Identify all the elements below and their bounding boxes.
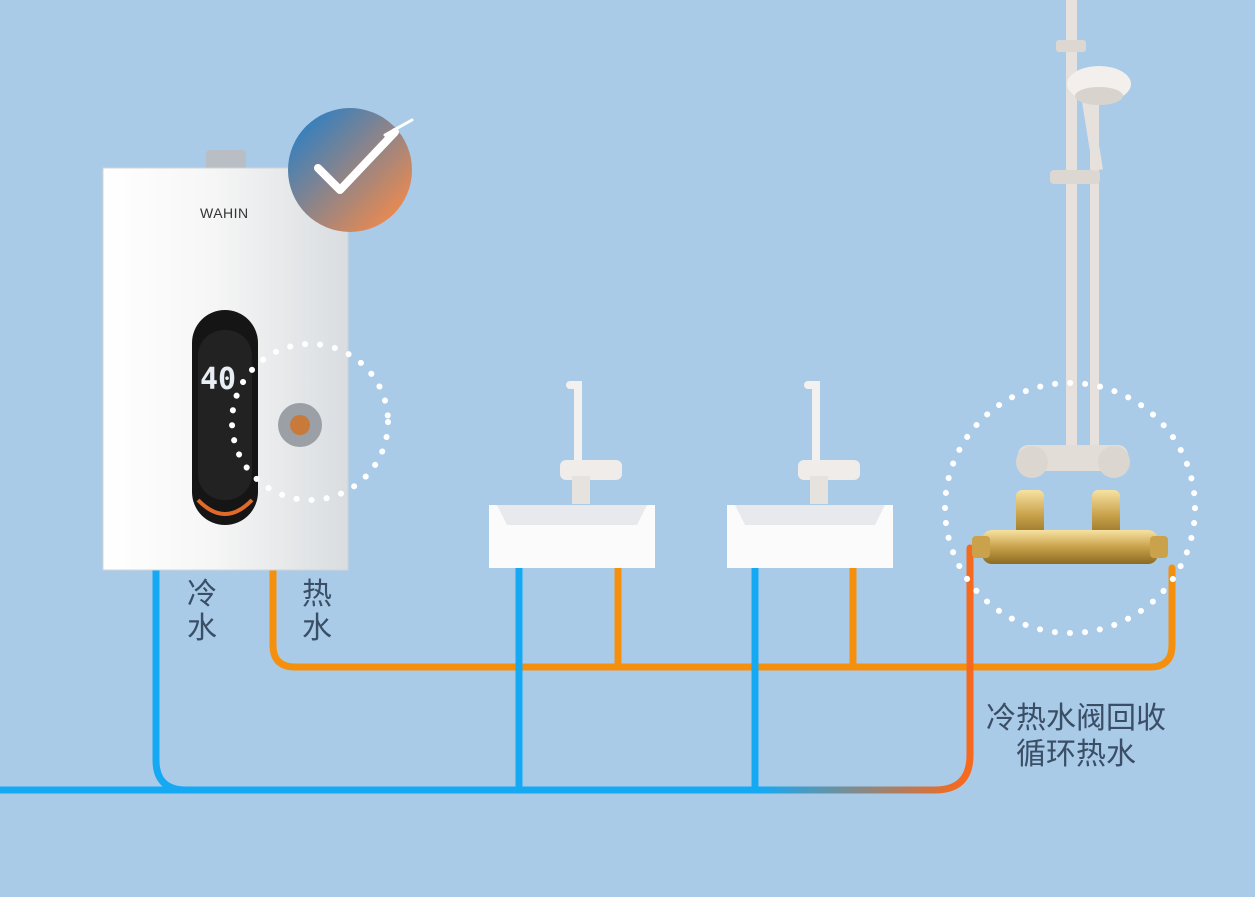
check-badge [288,108,414,232]
cold-water-label: 冷水 [187,577,217,646]
shower-set [1016,0,1131,478]
heater-valve-highlight [229,341,391,503]
check-icon [314,128,399,194]
mixing-valve-highlight [942,380,1198,636]
valve-recirculation-label-line1: 冷热水阀回收 [986,701,1166,736]
mixing-valve [972,490,1168,564]
heater-brand-logo: WAHIN [200,205,249,221]
sink-2 [727,381,893,568]
heater-temperature-display: 40 [200,362,237,397]
water-heater [102,150,349,571]
valve-recirculation-label-line2: 循环热水 [1016,737,1136,772]
hot-water-pipes [269,564,1176,671]
return-pipe [756,544,974,794]
sink-1 [489,381,655,568]
hot-water-label: 热水 [302,577,332,646]
cold-water-pipes [0,564,764,794]
